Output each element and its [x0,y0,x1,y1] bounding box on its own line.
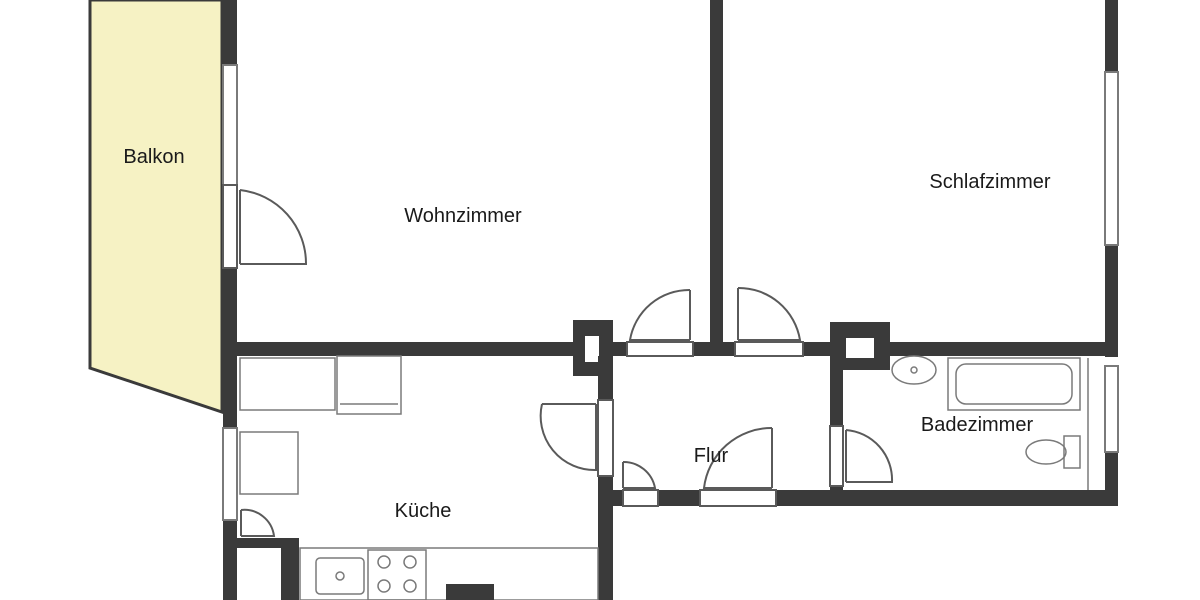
door-bathroom [829,425,894,487]
walls [223,0,1118,600]
door-entrance [699,426,777,507]
balcony-area [88,0,224,415]
wall-hall-top-a [613,342,627,356]
wall-kitchen-left-stub [237,538,281,548]
window-kitchen-left [222,427,238,521]
balcony-floor [88,0,224,415]
door-kitchen [539,399,614,477]
room-label-flur: Flur [694,445,729,467]
bathtub [947,357,1081,411]
toilet-bowl [1025,439,1067,465]
window-bath-right [1104,365,1119,453]
wall-left-upper [223,0,237,65]
door-bedroom [734,286,804,357]
wall-right-mid [1105,245,1118,357]
chimney-right-hole [846,338,874,358]
door-living [626,288,694,357]
window-bedroom-right [1104,71,1119,246]
wall-kitchen-hall-lower [598,476,613,600]
kitchen-appliance [446,584,494,600]
wall-left-lower [223,520,237,600]
bathtub-inner [955,363,1073,405]
bath-sink [891,355,937,385]
window-living-balcony [222,64,238,186]
fixtures [239,355,1089,600]
wall-hall-top-b [693,342,735,356]
wall-hall-bottom-b [658,490,700,506]
kitchen-fridge [336,355,402,415]
kitchen-counter-top [239,357,336,411]
wall-hall-top-c [803,342,831,356]
toilet-tank [1063,435,1081,469]
wall-kitchen-inner [281,538,299,600]
door-pantry [240,508,276,537]
wall-kitchen-hall-upper [598,356,613,400]
wall-hall-bottom-a [613,490,623,506]
kitchen-counter-bottom [299,547,599,600]
room-label-badezimmer: Badezimmer [921,414,1034,436]
kitchen-sink [315,557,365,595]
stove-burner [377,555,391,569]
room-label-balkon: Balkon [123,146,184,168]
room-label-kueche: Küche [395,500,452,522]
wall-right-upper [1105,0,1118,72]
kitchen-table [239,431,299,495]
stove-burner [377,579,391,593]
kitchen-stove [367,549,427,600]
chimney-left-hole [585,336,599,362]
wall-hall-bottom-c [776,490,1118,506]
door-balcony [222,184,308,269]
stove-burner [403,555,417,569]
room-labels: Balkon Wohnzimmer Schlafzimmer Küche Flu… [123,146,1050,522]
stove-burner [403,579,417,593]
wall-bath-top [890,342,1118,356]
room-label-schlafzimmer: Schlafzimmer [929,171,1050,193]
wall-living-bedroom [710,0,723,352]
wall-living-kitchen [223,342,573,356]
door-hall-small [622,460,659,507]
doors [222,184,894,537]
room-label-wohnzimmer: Wohnzimmer [404,205,522,227]
wall-hall-bath-upper [830,356,843,426]
